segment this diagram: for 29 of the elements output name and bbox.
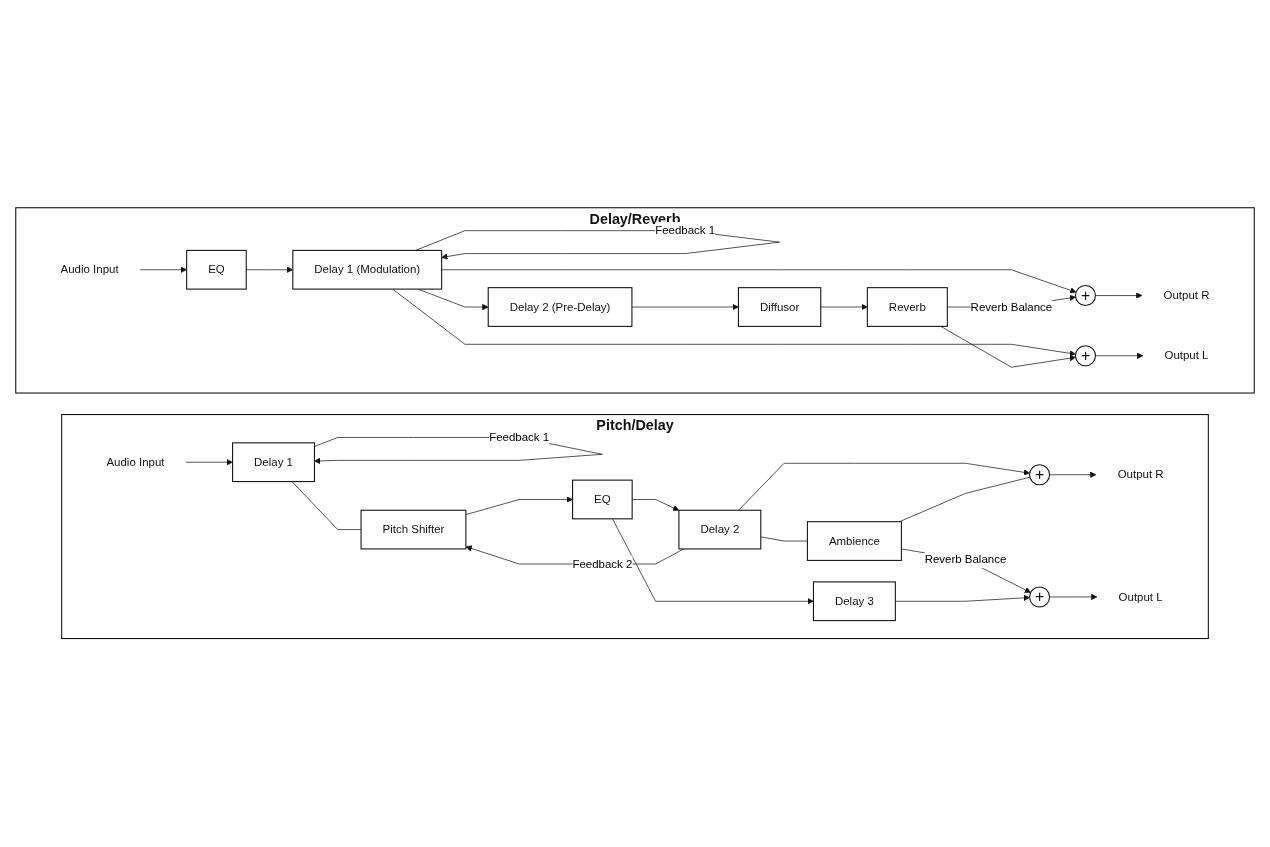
node-box: Delay 2 bbox=[678, 510, 762, 550]
node-circle: + bbox=[1029, 464, 1051, 486]
edge-label: Feedback 1 bbox=[655, 224, 716, 237]
node-box: EQ bbox=[186, 250, 247, 290]
node-box: EQ bbox=[572, 479, 633, 520]
node-box: Pitch Shifter bbox=[360, 510, 467, 550]
connector bbox=[760, 536, 808, 542]
node-box: Diffusor bbox=[737, 287, 822, 328]
node-box: Reverb bbox=[866, 287, 948, 328]
connector bbox=[291, 481, 362, 531]
node-text: Output R bbox=[1163, 289, 1210, 302]
node-circle: + bbox=[1074, 345, 1096, 367]
node-circle: + bbox=[1074, 285, 1096, 307]
node-text: Audio Input bbox=[60, 263, 119, 276]
edge-label: Reverb Balance bbox=[924, 553, 1007, 566]
edge-label: Reverb Balance bbox=[970, 300, 1053, 314]
node-circle: + bbox=[1029, 586, 1051, 608]
node-text: Output L bbox=[1164, 349, 1209, 362]
node-box: Delay 1 (Modulation) bbox=[292, 250, 443, 290]
node-box: Delay 1 bbox=[232, 442, 315, 483]
node-text: Output R bbox=[1117, 468, 1164, 481]
node-text: Output L bbox=[1118, 590, 1163, 604]
node-box: Delay 2 (Pre-Delay) bbox=[487, 287, 633, 328]
node-box: Ambience bbox=[806, 521, 902, 562]
node-text: Audio Input bbox=[106, 456, 165, 469]
edge-label: Feedback 2 bbox=[572, 557, 633, 571]
connector bbox=[899, 477, 1031, 523]
edge-label: Feedback 1 bbox=[489, 431, 550, 444]
node-box: Delay 3 bbox=[812, 581, 896, 622]
